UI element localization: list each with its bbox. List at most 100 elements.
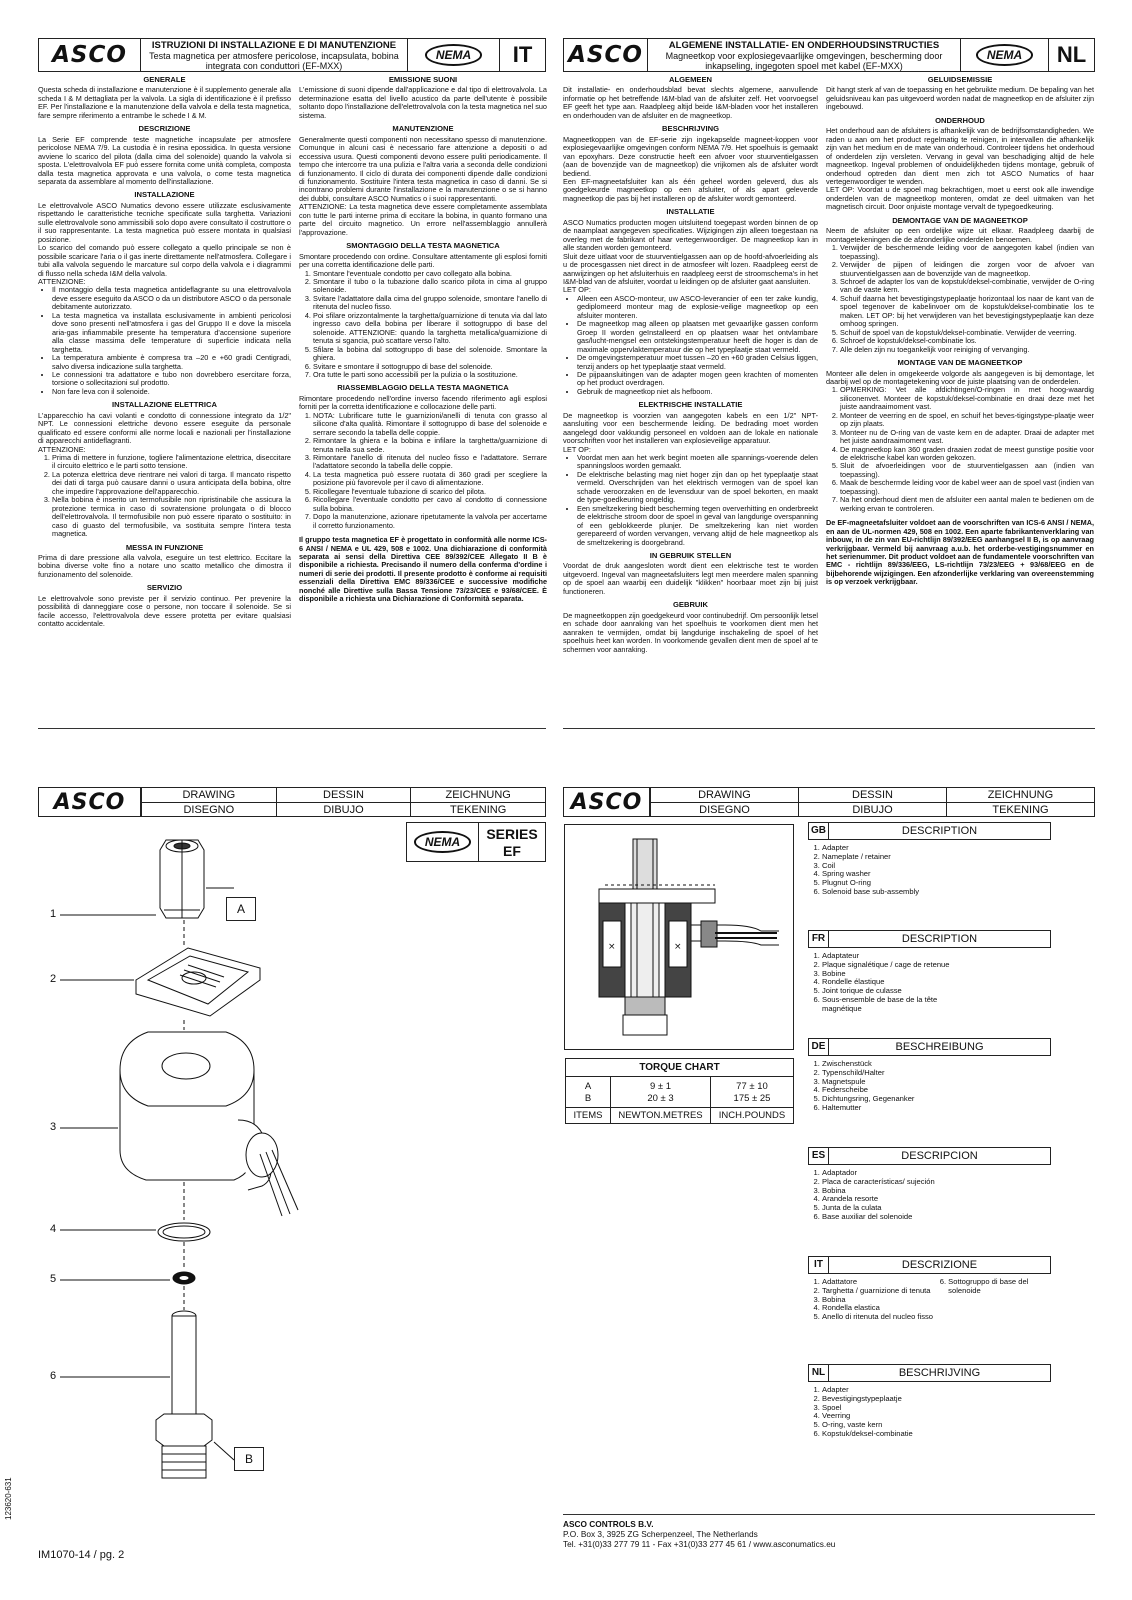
list-item: La testa magnetica va installata esclusi… xyxy=(52,311,291,354)
paragraph: LET OP: Voordat u de spoel mag bekrachti… xyxy=(826,185,1094,212)
callout-3: 3 xyxy=(50,1121,57,1133)
list-item: Solenoid base sub-assembly xyxy=(822,887,1051,897)
label-drawing: DRAWING xyxy=(141,788,276,803)
paragraph: ATTENZIONE: xyxy=(38,444,86,454)
list-item: Verwijder de beschermende leiding voor d… xyxy=(840,243,1094,261)
list-item: Targhetta / guarnizione di tenuta xyxy=(822,1286,934,1296)
asco-logo: ASCO xyxy=(39,39,141,71)
torque-a-lb: 77 ± 10 xyxy=(736,1081,768,1092)
list-item: Verwijder de pijpen of leidingen die zor… xyxy=(840,260,1094,278)
list-item: Spring washer xyxy=(822,870,1051,879)
paragraph: Lo scarico del comando può essere colleg… xyxy=(38,243,291,278)
heading: IN GEBRUIK STELLEN xyxy=(649,551,732,561)
section-title: DESCRIPCION xyxy=(901,1150,978,1162)
heading: GELUIDSEMISSIE xyxy=(927,76,993,84)
svg-text:×: × xyxy=(674,942,682,952)
it-column-1: GENERALE Questa scheda di installazione … xyxy=(38,76,291,716)
list-item: Adaptador xyxy=(822,1168,952,1178)
row-label-b: B xyxy=(584,1093,592,1104)
label-dessin: DESSIN xyxy=(275,788,411,803)
nl-column-1: ALGEMEEN Dit installatie- en onderhoudsb… xyxy=(563,76,818,716)
label-tekening: TEKENING xyxy=(946,803,1094,817)
divider xyxy=(38,728,546,729)
list-item: La potenza elettrica deve rientrare nei … xyxy=(52,470,291,496)
list-item: NOTA: Lubrificare tutte le guarnizioni/a… xyxy=(313,411,547,437)
page-footer: IM1070-14 / pg. 2 xyxy=(38,1549,125,1561)
heading: MESSA IN FUNZIONE xyxy=(125,542,204,552)
paragraph: LET OP: xyxy=(563,444,591,454)
paragraph: Le elettrovalvole ASCO Numatics devono e… xyxy=(38,200,291,244)
list-item: Zwischenstück xyxy=(822,1059,1051,1069)
it-header: ASCO ISTRUZIONI DI INSTALLAZIONE E DI MA… xyxy=(38,38,546,72)
asco-logo: ASCO xyxy=(564,39,648,71)
drawing-header-left: ASCO DRAWING DESSIN ZEICHNUNG DISEGNO DI… xyxy=(38,787,546,817)
section-title: BESCHRIJVING xyxy=(898,1367,981,1379)
company-address: P.O. Box 3, 3925 ZG Scherpenzeel, The Ne… xyxy=(563,1529,758,1539)
list-item: Voordat men aan het werk begint moeten a… xyxy=(577,453,818,471)
list-item: Bobine xyxy=(822,969,952,979)
list-item: Rimontare l'anello di ritenuta del nucle… xyxy=(313,453,547,471)
list-item: Ricollegare l'eventuale tubazione di sca… xyxy=(313,487,547,496)
nema-logo: NEMA xyxy=(975,44,1034,66)
torque-label-a: A xyxy=(226,897,256,921)
lang-code-nl: NL xyxy=(1048,39,1094,71)
list-item: De magneetkop mag alleen op plaatsen met… xyxy=(577,320,818,354)
heading: GEBRUIK xyxy=(672,600,709,610)
label-dibujo: DIBUJO xyxy=(275,803,411,817)
section-title: DESCRIPTION xyxy=(901,933,978,945)
conformity-statement: Il gruppo testa magnetica EF è progettat… xyxy=(299,535,547,604)
list-item: OPMERKING: Vet alle afdichtingen/O-ringe… xyxy=(840,386,1094,411)
it-install-list: Il montaggio della testa magnetica antid… xyxy=(52,286,291,396)
heading: ALGEMEEN xyxy=(668,76,713,84)
column-header: ITEMS xyxy=(573,1110,603,1121)
heading: EMISSIONE SUONI xyxy=(388,76,458,84)
list-item: Non fare leva con il solenoide. xyxy=(52,387,291,396)
list-item: Sluit de afvoerleidingen voor de stuurve… xyxy=(840,462,1094,479)
list-item: Haltemutter xyxy=(822,1103,1051,1113)
list-item: Magnetspule xyxy=(822,1077,1051,1087)
heading: DEMONTAGE VAN DE MAGNEETKOP xyxy=(892,215,1028,225)
list-item: Schuif de spoel van de kopstuk/deksel-co… xyxy=(840,328,1094,337)
series-code: EF xyxy=(503,843,521,859)
asco-logo: ASCO xyxy=(39,788,141,816)
table-row: A B 9 ± 1 20 ± 3 77 ± 10 175 ± 25 xyxy=(566,1077,793,1108)
sectional-view-drawing: × × xyxy=(598,838,779,1036)
paragraph: Het onderhoud aan de afsluiters is afhan… xyxy=(826,126,1094,186)
label-dibujo: DIBUJO xyxy=(798,803,946,817)
list-item: Plugnut O-ring xyxy=(822,878,1051,888)
heading: SMONTAGGIO DELLA TESTA MAGNETICA xyxy=(346,241,500,251)
list-item: Sfilare la bobina dal sottogruppo di bas… xyxy=(313,345,547,363)
paragraph: Smontare procedendo con ordine. Consulta… xyxy=(299,251,547,270)
list-item: Federscheibe xyxy=(822,1086,1051,1095)
paragraph: La Serie EF comprende teste magnetiche i… xyxy=(38,134,291,186)
callout-1: 1 xyxy=(50,908,57,920)
list-item: Schroef de adapter los van de kopstuk/de… xyxy=(840,277,1094,295)
paragraph: Le elettrovalvole sono previste per il s… xyxy=(38,593,291,629)
sectional-view-frame: × × xyxy=(564,824,794,1050)
list-item: Adapter xyxy=(822,1385,1051,1395)
list-item: Maak de beschermde leiding voor de kabel… xyxy=(840,479,1094,496)
list-item: Adattatore xyxy=(822,1277,934,1287)
list-item: Kopstuk/deksel-combinatie xyxy=(822,1429,1051,1439)
list-item: Ora tutte le parti sono accessibili per … xyxy=(313,370,547,379)
heading: GENERALE xyxy=(143,76,186,84)
heading: INSTALLAZIONE xyxy=(134,190,195,200)
nl-subtitle: Magneetkop voor explosiegevaarlijke omge… xyxy=(665,51,943,71)
list-item: Adapter xyxy=(822,843,1051,853)
list-item: Na het onderhoud dient men de afsluiter … xyxy=(840,496,1094,513)
paragraph: ATTENZIONE: La testa magnetica deve esse… xyxy=(299,202,547,237)
nl-assembly-list: OPMERKING: Vet alle afdichtingen/O-ringe… xyxy=(840,386,1094,513)
it-electrical-list: Prima di mettere in funzione, togliere l… xyxy=(52,453,291,539)
list-item: Il montaggio della testa magnetica antid… xyxy=(52,286,291,311)
list-item: Adaptateur xyxy=(822,951,952,961)
label-disegno: DISEGNO xyxy=(650,803,798,817)
row-label-a: A xyxy=(584,1081,592,1092)
list-item: Monteer nu de O-ring van de vaste kern e… xyxy=(840,428,1094,446)
list-item: O-ring, vaste kern xyxy=(822,1420,1051,1430)
company-block: ASCO CONTROLS B.V. P.O. Box 3, 3925 ZG S… xyxy=(563,1519,835,1549)
section-title: BESCHREIBUNG xyxy=(895,1041,984,1053)
callout-5: 5 xyxy=(50,1273,57,1285)
